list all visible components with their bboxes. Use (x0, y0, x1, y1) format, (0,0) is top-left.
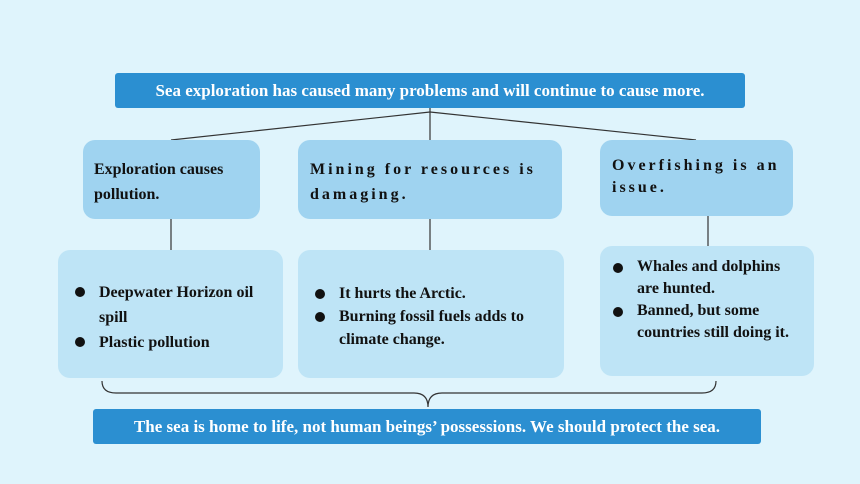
top-statement-text: Sea exploration has caused many problems… (155, 80, 705, 100)
conclusion-text: The sea is home to life, not human being… (133, 416, 721, 436)
bullet-list: It hurts the Arctic. Burning fossil fuel… (312, 282, 552, 351)
branch-heading-overfishing: Overfishing is an issue. (600, 140, 793, 216)
branch-heading-mining: Mining for resources is damaging. (298, 140, 562, 219)
points-box-overfishing: Whales and dolphins are hunted. Banned, … (600, 246, 814, 376)
points-box-exploration: Deepwater Horizon oil spill Plastic poll… (58, 250, 283, 378)
top-statement-bar: Sea exploration has caused many problems… (115, 73, 745, 108)
curly-brace (101, 380, 717, 408)
branch-heading-exploration: Exploration causes pollution. (83, 140, 260, 219)
conclusion-bar: The sea is home to life, not human being… (93, 409, 761, 444)
list-item: Plastic pollution (72, 330, 271, 355)
list-item: Banned, but some countries still doing i… (610, 300, 806, 344)
points-box-mining: It hurts the Arctic. Burning fossil fuel… (298, 250, 564, 378)
list-item: Whales and dolphins are hunted. (610, 256, 806, 300)
branch-line-left (170, 111, 431, 141)
bullet-list: Deepwater Horizon oil spill Plastic poll… (72, 280, 271, 355)
heading-text: Exploration causes pollution. (94, 161, 224, 203)
list-item: It hurts the Arctic. (312, 282, 552, 305)
bullet-list: Whales and dolphins are hunted. Banned, … (610, 256, 806, 344)
list-item: Burning fossil fuels adds to climate cha… (312, 305, 552, 351)
heading-text: Overfishing is an issue. (612, 157, 780, 196)
list-item: Deepwater Horizon oil spill (72, 280, 271, 330)
branch-line-right (429, 111, 697, 141)
heading-text: Mining for resources is damaging. (310, 161, 536, 203)
